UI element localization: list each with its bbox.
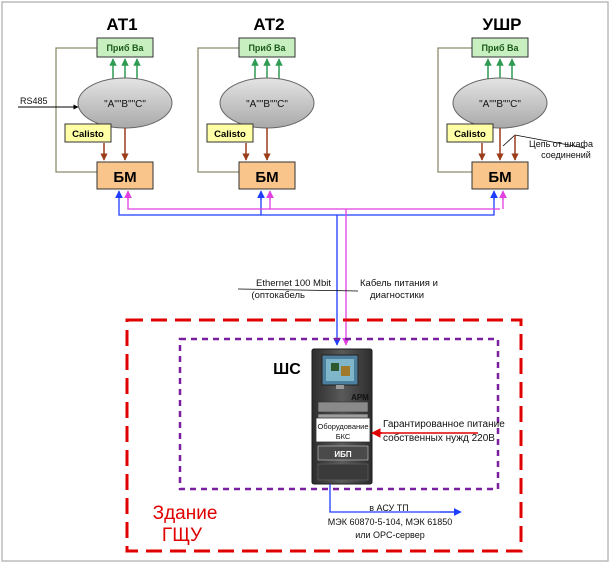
output-label-1: в АСУ ТП [369,503,408,513]
prib-box [238,37,296,58]
room-boundary [178,337,500,491]
screen-block [341,366,350,376]
calisto-box [64,123,112,143]
note-line1: Цепь от шкафа [529,139,593,149]
bm-label: БМ [488,169,511,186]
bm-box [238,161,296,190]
calisto-box [446,123,494,143]
calisto-label: Calisto [72,129,104,140]
unit-at1: АТ1 Приб Ва "A""B""C" RS485 Calisto БМ [18,15,173,190]
cabinet-title: ШС [273,361,301,378]
screen-block [331,363,339,371]
oval-label: "A""B""C" [246,99,288,110]
bus-lines [115,190,507,346]
output-label-2: МЭК 60870-5-104, МЭК 61850 [328,517,453,527]
bm-label: БМ [113,169,136,186]
output-line [329,484,458,513]
rs485-label: RS485 [20,96,48,106]
power-label-1: Гарантированное питание [383,419,505,430]
rack-unit [317,401,369,413]
calisto-box [206,123,254,143]
building-boundary [125,318,523,553]
magenta-bus [127,197,500,210]
unit-title: АТ1 [106,15,137,34]
blue-bus [118,194,337,216]
ibp-box [317,445,369,461]
unit-ushr: УШР Приб Ва "A""B""C" Calisto Цепь от шк… [437,15,593,190]
blue-bus [337,194,495,216]
prib-label: Приб Ва [106,43,144,53]
calisto-label: Calisto [214,129,246,140]
oval-label: "A""B""C" [104,99,146,110]
bm-box [471,161,529,190]
calisto-label: Calisto [454,129,486,140]
prib-box [471,37,529,58]
prib-label: Приб Ва [248,43,286,53]
ethernet-label-2: (оптокабель [251,290,305,301]
unit-at2: АТ2 Приб Ва "A""B""C" Calisto БМ [197,15,315,190]
arm-label: АРМ [351,393,369,402]
loop-line [197,47,239,173]
building-label-1: Здание [153,503,218,524]
ibp-label: ИБП [334,450,352,459]
cable-label-1: Кабель питания и [360,278,438,289]
note-line2: соединений [541,150,591,160]
equipment-label-1: Оборудование [317,422,368,431]
bm-box [96,161,154,190]
cabinet-rack: АРМ Оборудование БКС ИБП [311,348,373,485]
prib-label: Приб Ва [481,43,519,53]
rack-unit [317,463,369,481]
cable-label-2: диагностики [370,290,424,301]
loop-line [437,47,472,173]
loop-line [55,47,97,173]
unit-title: АТ2 [253,15,284,34]
prib-box [96,37,154,58]
link-label-line [237,288,359,292]
oval-label: "A""B""C" [479,99,521,110]
ethernet-label-1: Ethernet 100 Mbit [256,278,331,289]
equipment-label-2: БКС [336,432,351,441]
building-label-2: ГЩУ [162,525,203,546]
output-label-3: или OPC-сервер [355,530,425,540]
unit-title: УШР [483,15,522,34]
monitor-stand [336,385,344,389]
equipment-box [315,417,371,443]
bm-label: БМ [255,169,278,186]
power-label-2: собственных нужд 220В [383,432,495,444]
